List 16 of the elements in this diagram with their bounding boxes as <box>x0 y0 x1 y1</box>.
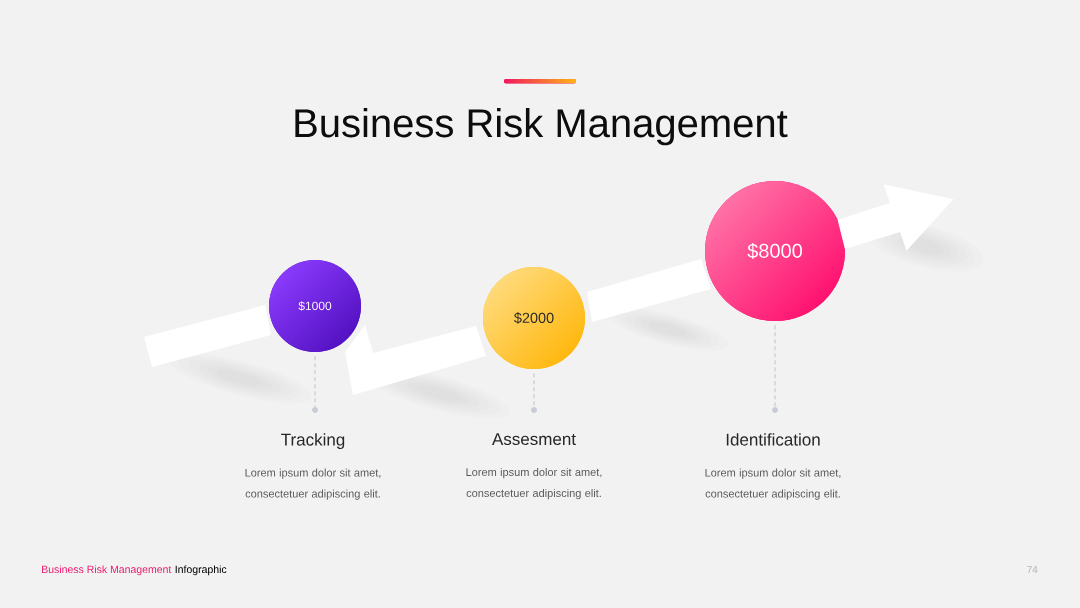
footer-text: Infographic <box>175 565 227 576</box>
value-label: $2000 <box>514 312 554 324</box>
value-label: $1000 <box>298 301 332 311</box>
arrow-band <box>587 259 711 322</box>
footer-text: Business Risk Management <box>42 565 172 576</box>
arrow <box>837 184 954 251</box>
description: Lorem ipsum dolor sit amet, consectetuer adipiscing elit. <box>705 468 841 500</box>
description: Lorem ipsum dolor sit amet, consectetuer adipiscing elit. <box>466 467 602 500</box>
value-label: $8000 <box>747 242 802 260</box>
arrow-band <box>144 305 271 367</box>
arrow-band <box>345 325 486 395</box>
description: Lorem ipsum dolor sit amet, consectetuer adipiscing elit. <box>245 468 381 500</box>
step-title: Identification <box>726 433 820 446</box>
step-title: Assesment <box>492 433 576 446</box>
title: Business Risk Management <box>295 108 788 146</box>
step-title: Tracking <box>281 433 345 450</box>
